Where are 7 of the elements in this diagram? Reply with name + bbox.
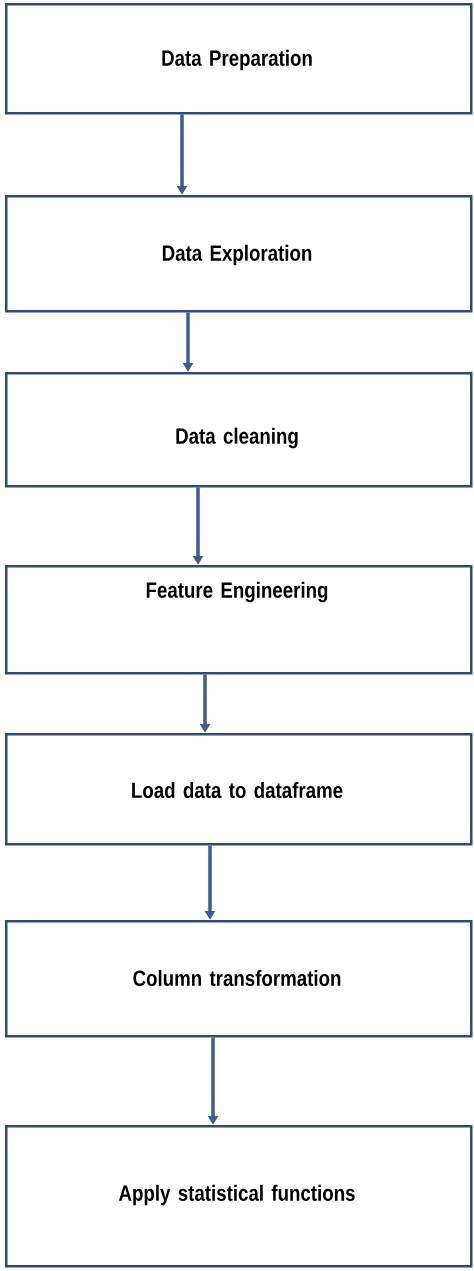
process-box: Feature Engineering [5, 565, 473, 675]
process-box: Load data to dataframe [5, 733, 473, 846]
process-box: Data Preparation [5, 3, 473, 115]
process-box: Apply statistical functions [5, 1125, 473, 1268]
process-box: Column transformation [5, 920, 473, 1038]
process-box: Data cleaning [5, 372, 473, 488]
process-box: Data Exploration [5, 195, 473, 313]
